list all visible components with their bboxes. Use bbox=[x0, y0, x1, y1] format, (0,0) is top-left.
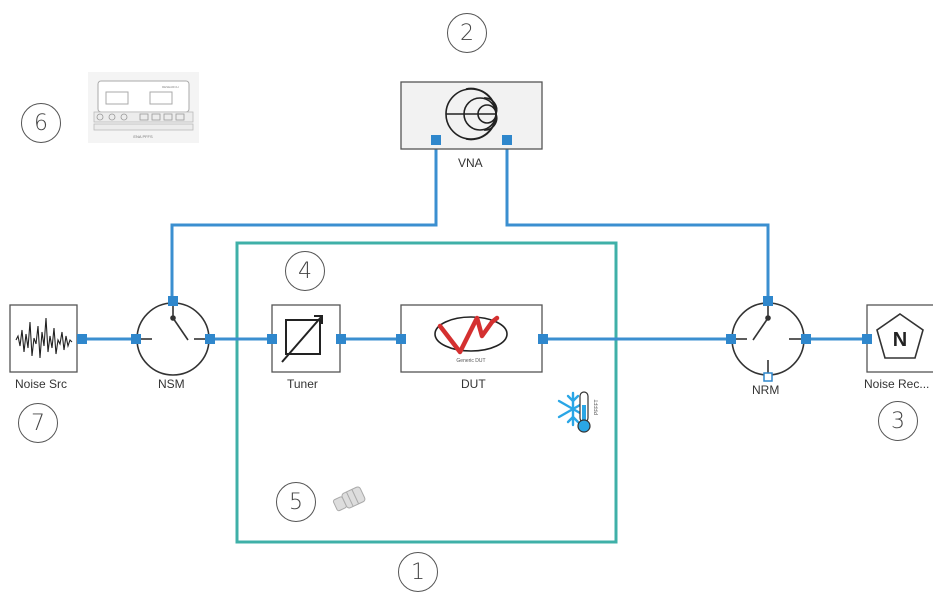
callout-6: 6 bbox=[21, 103, 61, 143]
tuner-port-right[interactable] bbox=[336, 334, 346, 344]
instrument-panel-caption: ENA PFFS bbox=[133, 134, 153, 139]
vna-port-1[interactable] bbox=[431, 135, 441, 145]
cables bbox=[81, 140, 867, 341]
noise-rec-component[interactable]: N bbox=[862, 304, 933, 373]
tuner-label: Tuner bbox=[287, 377, 318, 391]
probe-icon[interactable] bbox=[332, 486, 366, 513]
instrument-panel-image[interactable]: RESEARCH ENA PFFS bbox=[88, 72, 199, 143]
noise-rec-port[interactable] bbox=[862, 334, 872, 344]
instrument-panel-tag: RESEARCH bbox=[162, 85, 179, 89]
smith-chart-icon bbox=[445, 87, 498, 141]
nrm-port-right[interactable] bbox=[801, 334, 811, 344]
callout-4: 4 bbox=[285, 251, 325, 291]
nsm-label: NSM bbox=[158, 377, 185, 391]
vna-component[interactable] bbox=[400, 81, 543, 150]
noise-src-port[interactable] bbox=[77, 334, 87, 344]
nsm-port-right[interactable] bbox=[205, 334, 215, 344]
dut-logo-icon: Generic DUT bbox=[434, 315, 508, 364]
nrm-port-left[interactable] bbox=[726, 334, 736, 344]
nrm-component[interactable] bbox=[726, 296, 811, 382]
chamber-enclosure bbox=[235, 241, 618, 544]
dut-port-right[interactable] bbox=[538, 334, 548, 344]
cable-vna-port2-to-nrm bbox=[505, 140, 770, 296]
noise-rec-label: Noise Rec... bbox=[864, 377, 930, 391]
vna-port-2[interactable] bbox=[502, 135, 512, 145]
noise-waveform-icon bbox=[15, 317, 73, 359]
cable-vna-port1-to-nsm bbox=[170, 140, 438, 296]
pentagon-icon bbox=[876, 313, 924, 359]
nrm-label: NRM bbox=[752, 383, 780, 397]
callout-2: 2 bbox=[447, 13, 487, 53]
tuner-port-left[interactable] bbox=[267, 334, 277, 344]
nsm-port-left[interactable] bbox=[131, 334, 141, 344]
noise-src-component[interactable] bbox=[9, 304, 87, 373]
noise-rec-symbol: N bbox=[893, 329, 907, 351]
tuner-icon bbox=[281, 315, 323, 363]
nrm-port-top[interactable] bbox=[763, 296, 773, 306]
nsm-component[interactable] bbox=[131, 296, 215, 376]
nsm-port-top[interactable] bbox=[168, 296, 178, 306]
nrm-port-bottom[interactable] bbox=[763, 372, 773, 382]
dut-port-left[interactable] bbox=[396, 334, 406, 344]
snowflake-thermometer-icon[interactable]: PFFFT bbox=[557, 391, 600, 433]
vna-label: VNA bbox=[458, 156, 483, 170]
callout-1: 1 bbox=[398, 552, 438, 592]
dut-logo-caption: Generic DUT bbox=[456, 358, 485, 364]
tuner-component[interactable] bbox=[267, 304, 346, 373]
dut-component[interactable]: Generic DUT bbox=[396, 304, 548, 373]
callout-7: 7 bbox=[18, 403, 58, 443]
callout-5: 5 bbox=[276, 482, 316, 522]
callout-3: 3 bbox=[878, 401, 918, 441]
thermometer-text: PFFFT bbox=[594, 399, 600, 415]
noise-src-label: Noise Src bbox=[15, 377, 68, 391]
dut-label: DUT bbox=[461, 377, 486, 391]
